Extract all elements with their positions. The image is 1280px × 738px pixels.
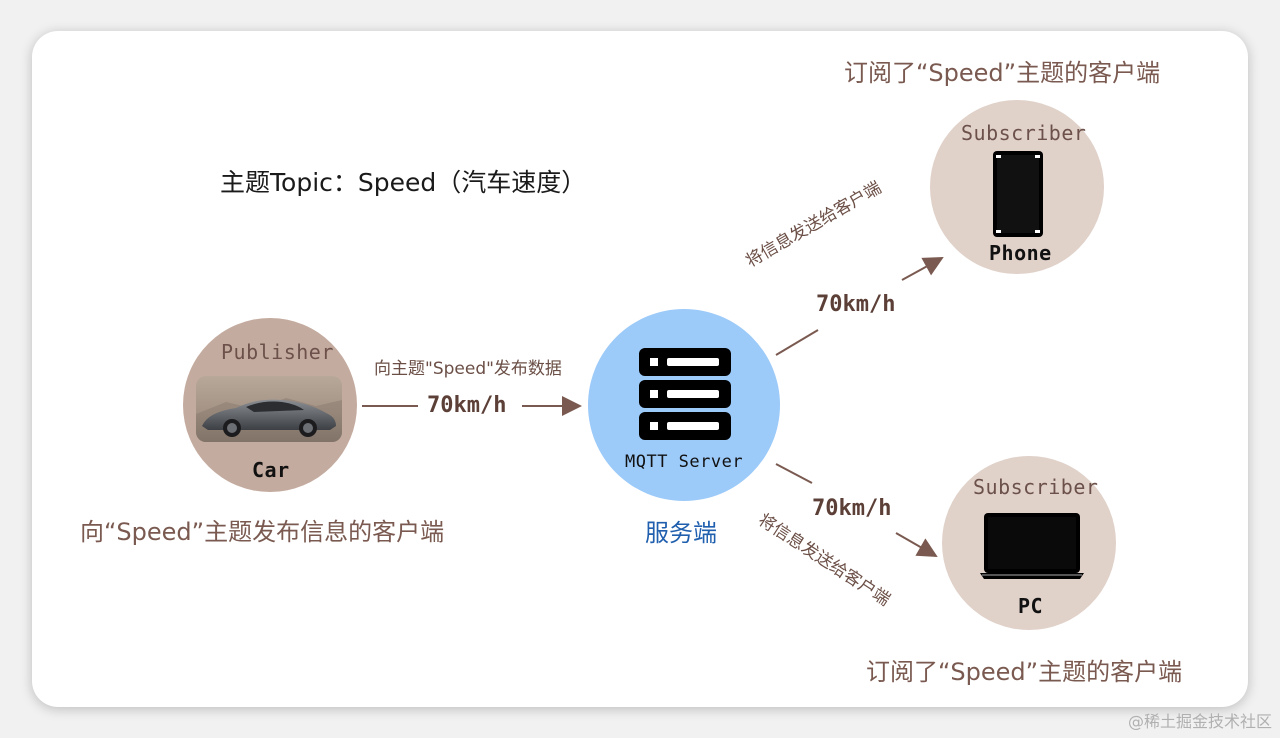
- phone-speed-value: 70km/h: [816, 292, 896, 317]
- pc-arrow-line-lower: [895, 532, 938, 557]
- car-image: [196, 376, 342, 442]
- phone-subscriber-role-label: Subscriber: [961, 121, 1087, 145]
- phone-subscriber-caption: 订阅了“Speed”主题的客户端: [844, 59, 1161, 87]
- server-label: MQTT Server: [625, 452, 744, 472]
- pc-device-label: PC: [1018, 594, 1044, 618]
- server-caption: 服务端: [645, 519, 717, 547]
- watermark: @稀土掘金技术社区: [1127, 712, 1272, 731]
- publisher-role-label: Publisher: [221, 340, 334, 364]
- publish-action-label: 向主题"Speed"发布数据: [374, 359, 562, 379]
- phone-arrow-line-upper: [901, 257, 944, 281]
- pc-speed-value: 70km/h: [812, 496, 892, 521]
- phone-icon: [993, 151, 1043, 241]
- pc-subscriber-caption: 订阅了“Speed”主题的客户端: [866, 658, 1183, 686]
- publish-speed-value: 70km/h: [427, 393, 507, 418]
- laptop-icon: [980, 513, 1084, 585]
- publisher-caption: 向“Speed”主题发布信息的客户端: [80, 518, 445, 546]
- server-icon: [637, 346, 733, 446]
- pc-subscriber-role-label: Subscriber: [973, 475, 1099, 499]
- pc-arrow-line-upper: [775, 463, 813, 484]
- phone-arrow-line-lower: [775, 329, 819, 356]
- phone-device-label: Phone: [989, 241, 1052, 265]
- topic-label: 主题Topic：Speed（汽车速度）: [220, 168, 587, 197]
- publisher-device-label: Car: [252, 458, 290, 482]
